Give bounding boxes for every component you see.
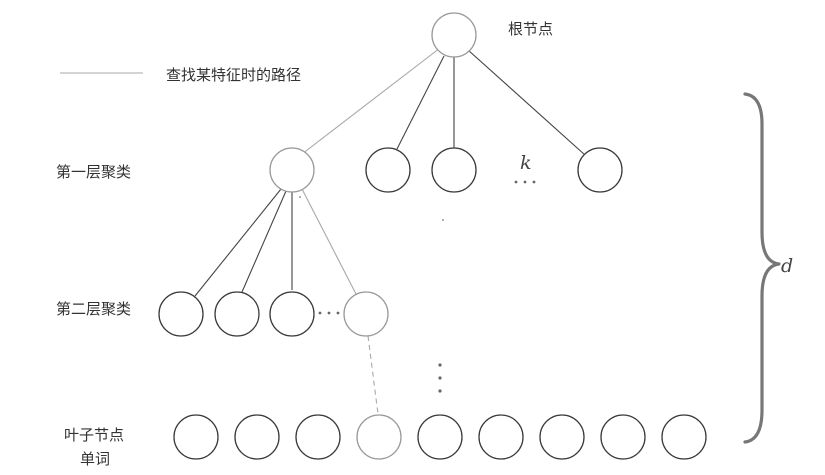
depth-label: d [781,255,793,277]
level2-node-3 [269,291,315,337]
leaf-node-4 [356,414,402,460]
leaf-node-6 [478,414,524,460]
leaf-node-1 [173,414,219,460]
level2-node-1 [158,291,204,337]
level1-ellipsis [514,180,536,184]
root-node-label: 根节点 [508,20,554,38]
level1-node-4 [577,147,623,193]
level2-node-4 [343,291,389,337]
level2-ellipsis [318,311,340,315]
vertical-ellipsis [438,363,442,393]
leaf-node-5 [417,414,463,460]
edge-l1-l2-2 [241,190,287,293]
depth-brace [743,92,781,444]
speck-2 [442,219,444,221]
edge-root-l1-1 [301,47,441,155]
leaf-label-line1: 叶子节点 [64,426,125,444]
leaf-node-2 [234,414,280,460]
level2-label: 第二层聚类 [56,300,132,318]
leaf-node-7 [539,414,585,460]
edge-root-l1-4 [467,49,586,156]
level1-label: 第一层聚类 [56,163,132,181]
edge-l2-leaf-dashed [367,335,379,415]
edge-l1-l2-1 [194,188,282,297]
leaf-node-3 [295,414,341,460]
legend-path-label: 查找某特征时的路径 [166,66,302,84]
branching-factor-label: k [520,152,532,174]
edge-l1-l2-4 [301,188,357,295]
root-node [431,12,477,58]
leaf-label-line2: 单词 [80,450,111,468]
level1-node-3 [431,147,477,193]
edge-root-l1-2 [396,55,445,150]
leaf-node-9 [661,414,707,460]
level1-node-2 [365,147,411,193]
leaf-node-8 [600,414,646,460]
level2-node-2 [214,291,260,337]
speck-1 [299,196,301,198]
level1-node-1 [269,147,315,193]
